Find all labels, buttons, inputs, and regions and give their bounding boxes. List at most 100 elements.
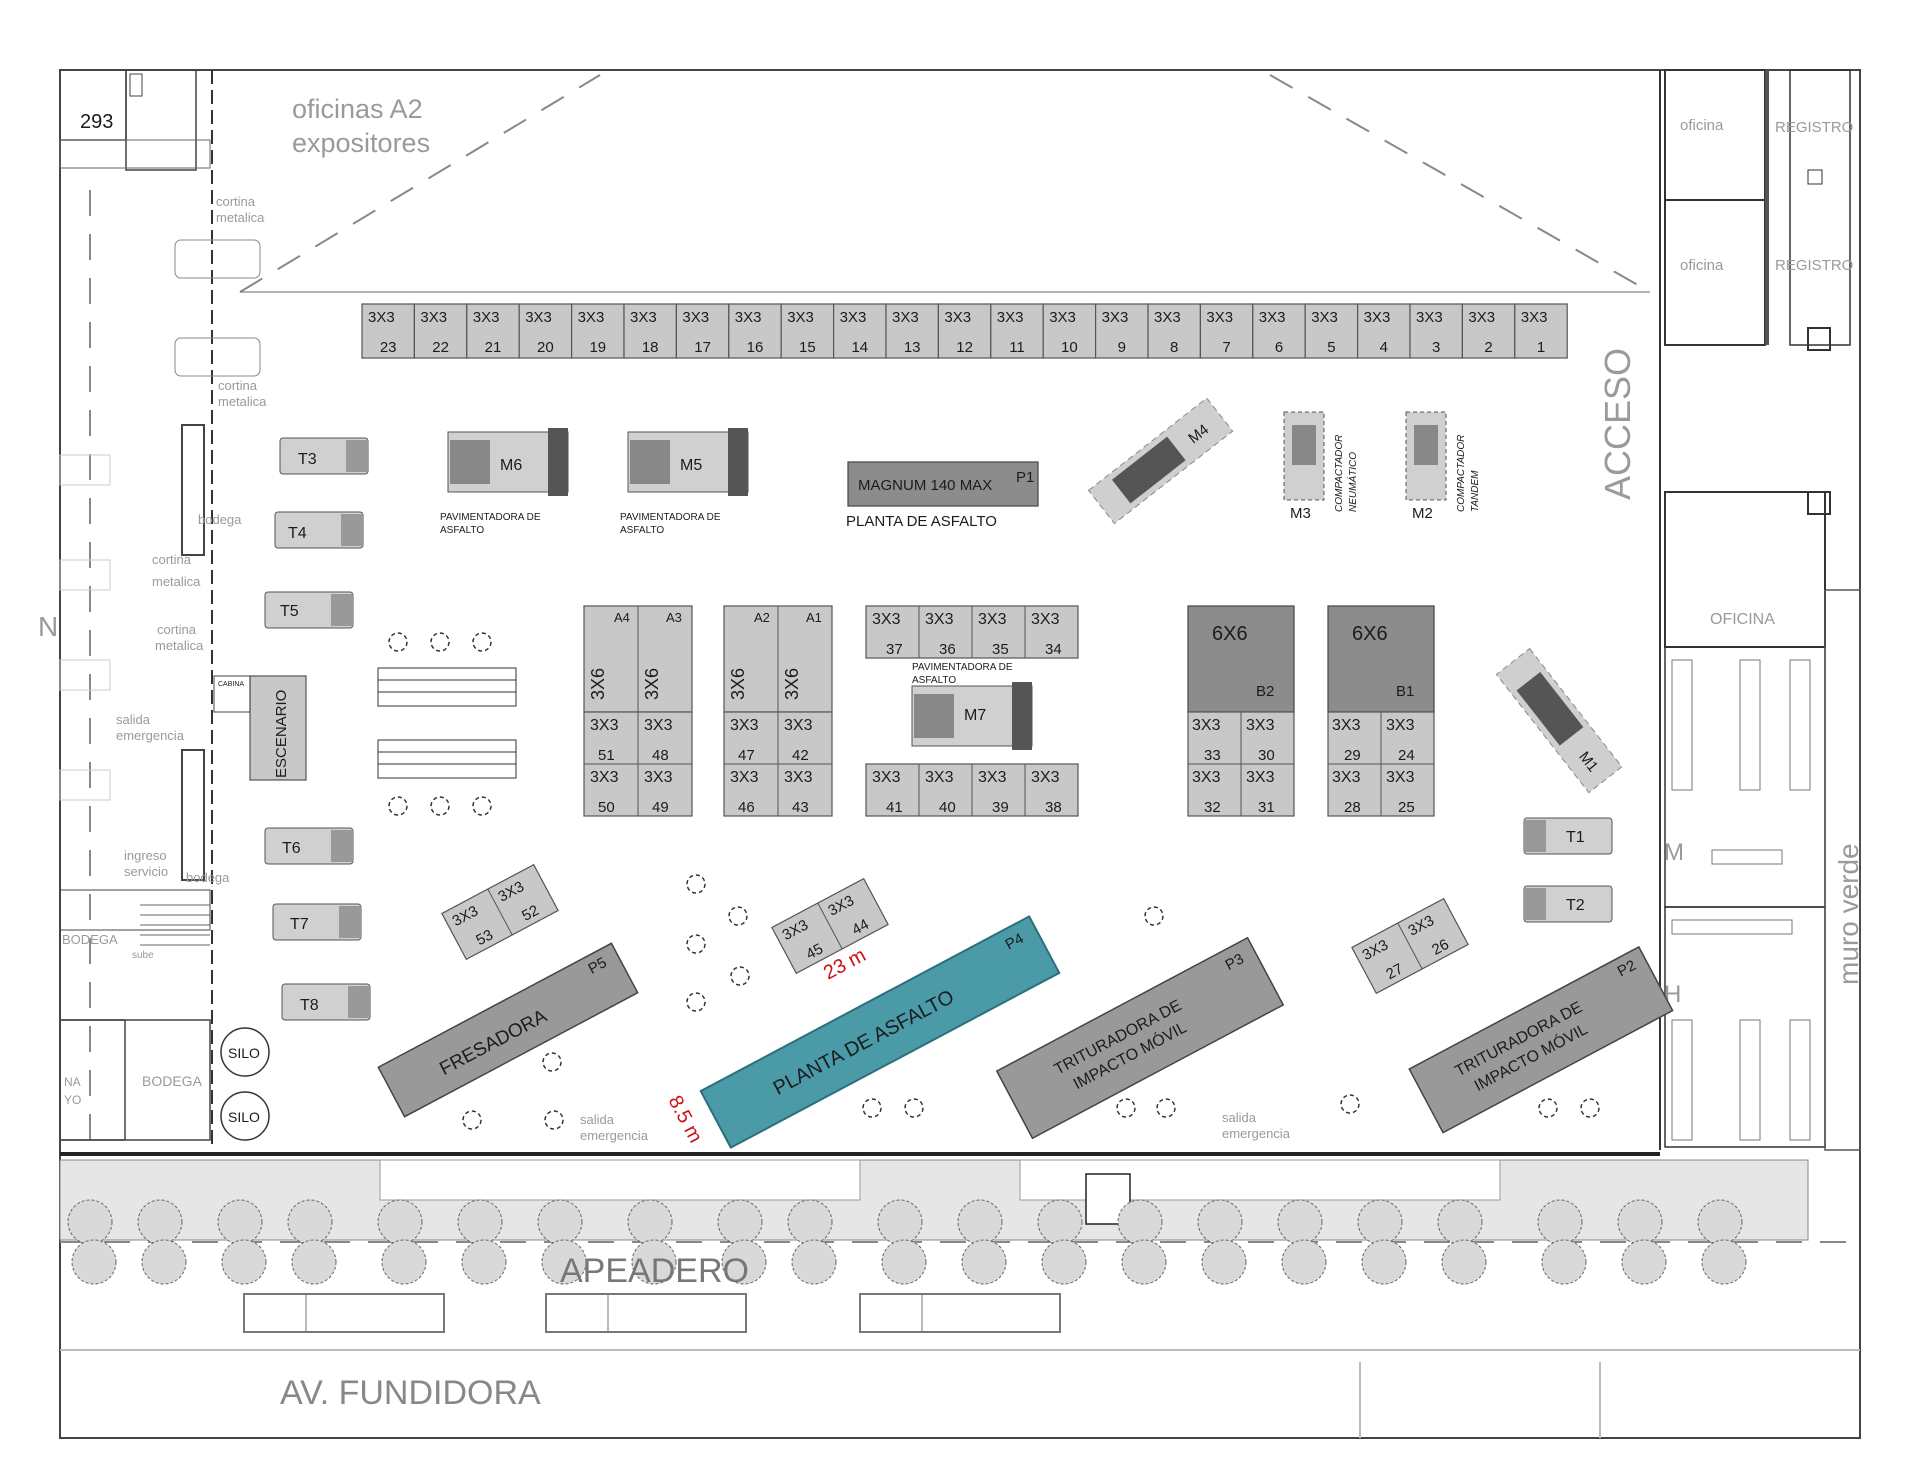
tree-icon (1201, 1239, 1247, 1285)
machine-m6[interactable]: M6 (447, 428, 569, 496)
plant-p3-trituradora[interactable]: TRITURADORA DE IMPACTO MÓVIL P3 (995, 936, 1285, 1140)
registro-2: REGISTRO (1775, 257, 1853, 274)
block-b2[interactable]: 6X6 B2 3X3 33 3X3 30 3X3 32 3X3 31 (1187, 605, 1295, 817)
machine-m2[interactable]: M2 (1405, 411, 1447, 522)
booth-cell (1304, 303, 1359, 359)
b40-size: 3X3 (925, 769, 954, 786)
booth-size: 3X3 (525, 309, 552, 326)
truck-t5[interactable]: T5 (264, 591, 354, 629)
decorative-plants (388, 632, 1600, 1130)
tree-icon (877, 1199, 923, 1245)
machine-m7[interactable]: M7 (911, 682, 1033, 750)
truck-t3[interactable]: T3 (279, 437, 369, 475)
plant-p4-planta-asfalto[interactable]: PLANTA DE ASFALTO P4 (699, 915, 1061, 1149)
tree-icon (287, 1199, 333, 1245)
block-37-34[interactable]: 3X3 37 3X3 36 3X3 35 3X3 34 (865, 605, 1079, 659)
block-a4-a3[interactable]: A4 A3 3X6 3X6 3X3 51 3X3 48 3X3 50 3X3 4… (583, 605, 693, 817)
truck-t6[interactable]: T6 (264, 827, 354, 865)
booth-cell (518, 303, 573, 359)
oficinas-label: oficinas A2 (292, 94, 423, 124)
booth-size: 3X3 (944, 309, 971, 326)
b51-size: 3X3 (590, 717, 619, 734)
b31-num: 31 (1258, 799, 1275, 816)
b46-num: 46 (738, 799, 755, 816)
label-cortina-3b: metalica (152, 574, 201, 589)
booth-number: 11 (1009, 339, 1025, 356)
plant-p1[interactable]: MAGNUM 140 MAX P1 (847, 461, 1039, 507)
machine-m1[interactable]: M1 (1495, 647, 1623, 794)
tree-icon (537, 1199, 583, 1245)
truck-t2[interactable]: T2 (1523, 885, 1613, 923)
facade-wall (59, 1152, 1860, 1243)
plant-icon (388, 632, 408, 652)
label-bodega-1: bodega (198, 512, 242, 527)
label-cortina-4b: metalica (155, 638, 204, 653)
booth-cell (1409, 303, 1464, 359)
machine-m3[interactable]: M3 (1283, 411, 1325, 522)
machine-m5[interactable]: M5 (627, 428, 749, 496)
truck-t7[interactable]: T7 (272, 903, 362, 941)
b26-num: 26 (1429, 936, 1452, 959)
block-b1[interactable]: 6X6 B1 3X3 29 3X3 24 3X3 28 3X3 25 (1327, 605, 1435, 817)
plant-p5-fresadora[interactable]: FRESADORA P5 (377, 942, 639, 1118)
booth-size: 3X3 (630, 309, 657, 326)
booth-pair-45-44[interactable]: 3X3 45 3X3 44 (771, 877, 889, 975)
booth-number: 13 (904, 339, 921, 356)
m5-caption-a: PAVIMENTADORA DE (620, 512, 721, 523)
plant-p2-trituradora[interactable]: TRITURADORA DE IMPACTO MÓVIL P2 (1408, 945, 1674, 1134)
booth-size: 3X3 (578, 309, 605, 326)
b39-num: 39 (992, 799, 1009, 816)
bus-3 (859, 1293, 1061, 1333)
b2-label: B2 (1256, 683, 1274, 700)
tree-icon (1117, 1199, 1163, 1245)
booth-pair-27-26[interactable]: 3X3 27 3X3 26 (1351, 897, 1469, 995)
truck-label-t7: T7 (290, 916, 309, 933)
booth-cell (1356, 303, 1411, 359)
b32-size: 3X3 (1192, 769, 1221, 786)
stage[interactable]: ESCENARIO CABINA (213, 675, 307, 781)
block-a2-a1[interactable]: A2 A1 3X6 3X6 3X3 47 3X3 42 3X3 46 3X3 4… (723, 605, 833, 817)
booth-size: 3X3 (1311, 309, 1338, 326)
truck-t1[interactable]: T1 (1523, 817, 1613, 855)
label-cortina-4a: cortina (157, 622, 197, 637)
booth-number: 8 (1170, 339, 1178, 356)
booth-pair-53-52[interactable]: 3X3 53 3X3 52 (441, 863, 559, 961)
tree-icon (1361, 1239, 1407, 1285)
machine-m4[interactable]: M4 (1087, 397, 1234, 525)
tree-icon (1041, 1239, 1087, 1285)
booth-number: 23 (380, 339, 397, 356)
booth-number: 19 (589, 339, 606, 356)
plant-icon (686, 992, 706, 1012)
top-booth-19[interactable]: 3X3 19 (570, 303, 625, 359)
truck-t8[interactable]: T8 (281, 983, 371, 1021)
truck-t4[interactable]: T4 (274, 511, 364, 549)
north-label: N (38, 611, 58, 642)
plant-icon (1538, 1098, 1558, 1118)
plant-icon (472, 632, 492, 652)
block-41-38[interactable]: 3X3 41 3X3 40 3X3 39 3X3 38 (865, 763, 1079, 817)
b48-num: 48 (652, 747, 669, 764)
silo-label-1: SILO (228, 1045, 260, 1061)
